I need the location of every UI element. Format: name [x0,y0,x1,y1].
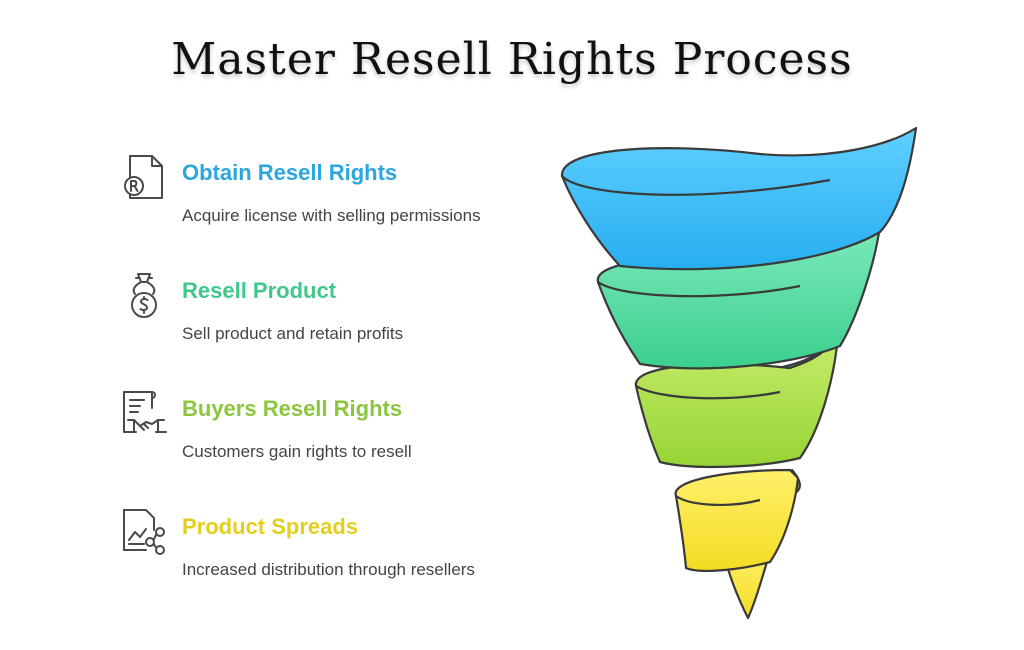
step-obtain-resell-rights: Obtain Resell Rights Acquire license wit… [116,150,556,230]
step-product-spreads: Product Spreads Increased distribution t… [116,504,556,584]
step-heading: Resell Product [182,278,337,303]
step-heading: Product Spreads [182,514,359,539]
step-description: Sell product and retain profits [182,324,404,343]
step-description: Customers gain rights to resell [182,442,412,461]
chart-share-icon [116,504,172,560]
step-description: Acquire license with selling permissions [182,206,481,225]
page-title: Master Resell Rights Process [171,34,853,85]
funnel-rim-green [635,385,781,400]
step-buyers-resell-rights: Buyers Resell Rights Customers gain righ… [116,386,556,466]
funnel-band-yellow [674,468,800,572]
step-resell-product: Resell Product Sell product and retain p… [116,268,556,348]
step-heading: Obtain Resell Rights [182,160,398,185]
step-description: Increased distribution through resellers [182,560,475,579]
spiral-funnel-graphic [550,120,930,630]
contract-handshake-icon [116,386,172,442]
funnel-rim-teal [597,281,801,298]
funnel-rim-blue [561,175,831,196]
funnel-rim-yellow [675,495,761,507]
money-bag-icon [116,268,172,324]
funnel-band-blue [560,126,918,271]
license-document-icon [116,150,172,206]
step-heading: Buyers Resell Rights [182,396,403,421]
